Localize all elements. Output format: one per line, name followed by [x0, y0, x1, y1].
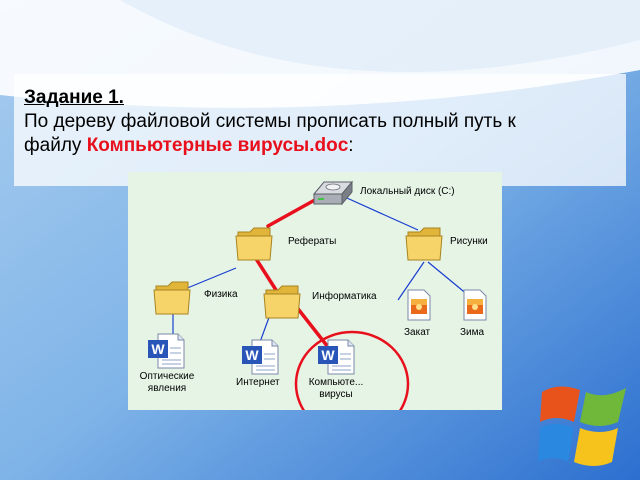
task-line1: По дереву файловой системы прописать пол…	[24, 111, 516, 132]
task-filename: Компьютерные вирусы.doc	[86, 135, 349, 156]
folder-icon	[405, 227, 443, 261]
tree-node-kompyuter-line1: Компьюте...	[308, 377, 364, 388]
tree-node-risunki[interactable]: Рисунки	[450, 236, 488, 247]
hard-drive-icon	[312, 180, 354, 206]
tree-node-zima[interactable]: Зима	[460, 327, 485, 338]
folder-icon	[263, 285, 301, 319]
tree-node-informatika[interactable]: Информатика	[312, 291, 377, 302]
tree-node-fizika[interactable]: Физика	[204, 289, 238, 300]
tree-node-kompyuternye-virusy[interactable]: Компьюте... вирусы	[298, 377, 374, 401]
task-heading: Задание 1.	[24, 87, 124, 108]
path-highlight	[251, 194, 330, 349]
task-line2-prefix: файлу	[24, 135, 87, 156]
task-text: Задание 1. По дереву файловой системы пр…	[24, 86, 624, 158]
folder-icon	[153, 281, 191, 315]
tree-node-kompyuter-line2: вирусы	[319, 389, 353, 400]
file-system-tree: W	[128, 172, 502, 410]
folder-icon	[235, 227, 273, 261]
tree-node-referaty[interactable]: Рефераты	[288, 236, 337, 247]
task-line2-suffix: :	[348, 135, 354, 156]
word-document-icon	[147, 333, 185, 369]
image-file-icon	[463, 289, 487, 321]
tree-node-zakat[interactable]: Закат	[404, 327, 431, 338]
word-document-icon	[317, 339, 355, 375]
word-document-icon	[241, 339, 279, 375]
image-file-icon	[407, 289, 431, 321]
tree-node-internet[interactable]: Интернет	[236, 377, 280, 388]
windows-logo-icon	[538, 386, 626, 466]
task-line2: файлу Компьютерные вирусы.doc:	[24, 134, 624, 158]
tree-node-opticheskie-line1: Оптические	[139, 371, 195, 382]
target-highlight-circle	[294, 330, 410, 410]
tree-node-root[interactable]: Локальный диск (C:)	[360, 186, 455, 197]
tree-node-opticheskie[interactable]: Оптические явления	[128, 371, 206, 395]
tree-node-opticheskie-line2: явления	[147, 383, 187, 394]
